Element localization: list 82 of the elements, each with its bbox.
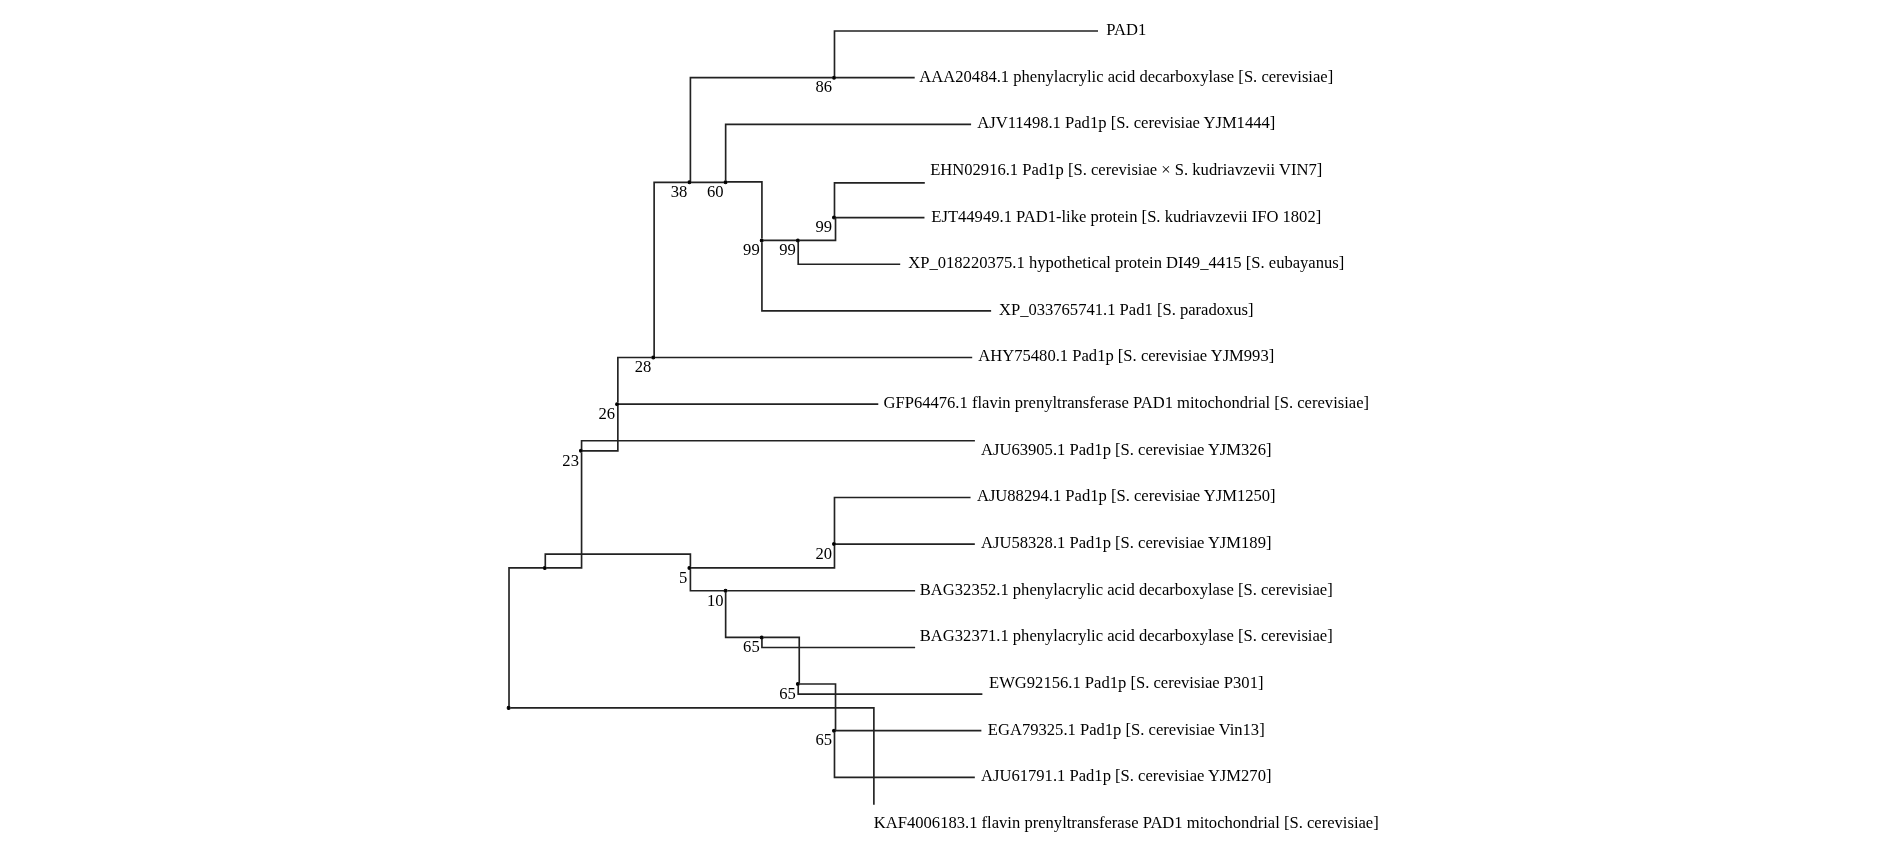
connector	[833, 496, 971, 544]
node-point	[542, 565, 547, 570]
connector	[616, 356, 653, 404]
connector	[543, 553, 691, 568]
connector	[545, 451, 582, 569]
node-label: 65	[742, 637, 760, 657]
node-text: BAG32371.1 phenylacrylic acid decarboxylase [S. cerevisiae]	[919, 626, 1333, 646]
connector	[833, 30, 1099, 77]
node-point	[795, 682, 800, 687]
connector	[834, 216, 925, 219]
node-point	[831, 542, 836, 547]
connector	[580, 439, 976, 451]
node-text: EWG92156.1 Pad1p [S. cerevisiae P301]	[988, 672, 1263, 692]
node-point	[759, 238, 764, 243]
connector	[508, 707, 875, 806]
connector	[653, 356, 973, 359]
node-text: KAF4006183.1 flavin prenyltransferase PAD1 mitochondrial [S. cerevisiae]	[873, 812, 1379, 832]
connector	[689, 181, 725, 184]
connector	[833, 182, 926, 217]
connector	[834, 543, 976, 545]
connector	[834, 76, 916, 79]
connector	[581, 404, 619, 452]
node-point	[650, 355, 655, 360]
node-point	[686, 180, 691, 185]
node-label: 99	[814, 217, 832, 237]
node-label: 28	[634, 357, 651, 377]
connector	[796, 684, 983, 695]
node-text: EHN02916.1 Pad1p [S. cerevisiae × S. kudriavzevii VIN7]	[929, 159, 1322, 179]
node-text: XP_018220375.1 hypothetical protein DI49_4415 [S. eubayanus]	[907, 253, 1344, 273]
node-point	[831, 75, 836, 80]
node-point	[578, 448, 583, 453]
node-point	[686, 565, 691, 570]
node-text: GFP64476.1 flavin prenyltransferase PAD1 mitochondrial [S. cerevisiae]	[882, 393, 1369, 413]
connector	[760, 241, 992, 312]
node-label: 99	[742, 240, 760, 260]
node-point	[795, 238, 800, 243]
node-text: AAA20484.1 phenylacrylic acid decarboxylase [S. cerevisiae]	[918, 66, 1333, 86]
node-text: AJU88294.1 Pad1p [S. cerevisiae YJM1250]	[976, 486, 1276, 506]
connector	[726, 589, 916, 592]
node-label: 60	[706, 182, 724, 202]
node-point	[723, 180, 728, 185]
node-label: 10	[706, 590, 724, 610]
connector	[724, 123, 972, 182]
node-text: XP_033765741.1 Pad1 [S. paradoxus]	[998, 299, 1254, 319]
node-point	[614, 402, 619, 407]
node-text: AJU58328.1 Pad1p [S. cerevisiae YJM189]	[980, 533, 1271, 553]
node-point	[723, 588, 728, 593]
connector	[689, 568, 725, 592]
connector	[761, 239, 797, 242]
connector	[834, 729, 982, 732]
node-label: 38	[670, 182, 687, 202]
connector	[798, 683, 836, 732]
node-text: AJV11498.1 Pad1p [S. cerevisiae YJM1444]	[976, 113, 1275, 133]
connector	[833, 731, 976, 779]
node-point	[759, 635, 764, 640]
connector	[762, 636, 800, 685]
connector	[689, 544, 835, 569]
node-point	[831, 215, 836, 220]
connector	[689, 76, 833, 182]
connector	[798, 216, 836, 242]
node-label: 65	[778, 683, 796, 703]
connector	[796, 241, 901, 266]
node-text: AHY75480.1 Pad1p [S. cerevisiae YJM993]	[977, 346, 1274, 366]
connector	[760, 638, 916, 649]
node-label: 23	[561, 450, 579, 470]
node-label: 86	[814, 77, 832, 97]
node-label: 65	[814, 730, 832, 750]
connector	[617, 403, 879, 405]
node-text: AJU63905.1 Pad1p [S. cerevisiae YJM326]	[980, 439, 1271, 459]
node-text: AJU61791.1 Pad1p [S. cerevisiae YJM270]	[980, 766, 1271, 786]
node-text: BAG32352.1 phenylacrylic acid decarboxylase [S. cerevisiae]	[919, 579, 1333, 599]
connector	[724, 591, 761, 639]
node-label: 26	[598, 403, 615, 423]
node-label: 5	[678, 567, 687, 587]
node-text: PAD1	[1105, 19, 1146, 39]
connector	[507, 567, 544, 708]
node-label: 99	[778, 240, 796, 260]
node-point	[831, 728, 836, 733]
node-label: 20	[814, 543, 832, 563]
node-text: EJT44949.1 PAD1-like protein [S. kudriavzevii IFO 1802]	[930, 206, 1321, 226]
node-point	[506, 705, 511, 710]
node-text: EGA79325.1 Pad1p [S. cerevisiae Vin13]	[987, 719, 1265, 739]
